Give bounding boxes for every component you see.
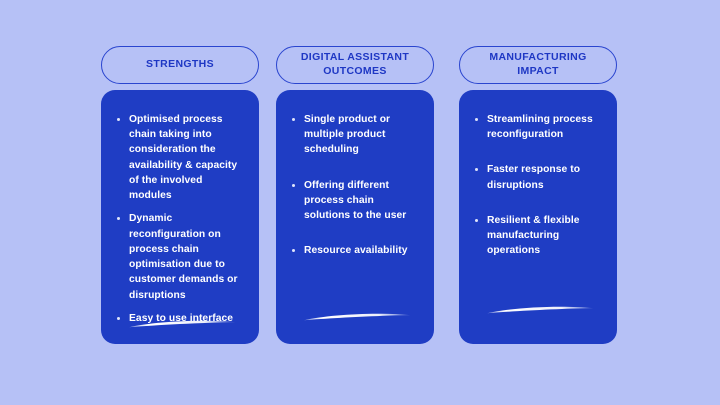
swoosh-decoration-icon [486, 304, 594, 318]
column-header-label: DIGITAL ASSISTANT OUTCOMES [300, 51, 410, 77]
column-digital-assistant-outcomes: DIGITAL ASSISTANT OUTCOMES Single produc… [276, 0, 434, 405]
bullet-list: Single product or multiple product sched… [276, 90, 434, 259]
column-card-strengths: Optimised process chain taking into cons… [101, 90, 259, 344]
bullet-list: Optimised process chain taking into cons… [101, 90, 259, 326]
bullet-list: Streamlining process reconfiguration Fas… [459, 90, 617, 259]
list-item: Dynamic reconfiguration on process chain… [115, 211, 245, 302]
column-header-pill-digital-assistant-outcomes[interactable]: DIGITAL ASSISTANT OUTCOMES [276, 46, 434, 84]
column-strengths: STRENGTHS Optimised process chain taking… [101, 0, 259, 405]
column-header-label: STRENGTHS [146, 58, 214, 71]
column-card-manufacturing-impact: Streamlining process reconfiguration Fas… [459, 90, 617, 344]
column-header-label: MANUFACTURING IMPACT [489, 51, 587, 77]
column-header-pill-manufacturing-impact[interactable]: MANUFACTURING IMPACT [459, 46, 617, 84]
list-item: Single product or multiple product sched… [290, 112, 420, 158]
list-item: Resilient & flexible manufacturing opera… [473, 213, 603, 259]
column-card-digital-assistant-outcomes: Single product or multiple product sched… [276, 90, 434, 344]
column-manufacturing-impact: MANUFACTURING IMPACT Streamlining proces… [459, 0, 617, 405]
list-item: Easy to use interface [115, 311, 245, 326]
swoosh-decoration-icon [303, 311, 411, 325]
list-item: Resource availability [290, 243, 420, 258]
list-item: Streamlining process reconfiguration [473, 112, 603, 142]
list-item: Faster response to disruptions [473, 162, 603, 192]
list-item: Optimised process chain taking into cons… [115, 112, 245, 203]
list-item: Offering different process chain solutio… [290, 178, 420, 224]
column-header-pill-strengths[interactable]: STRENGTHS [101, 46, 259, 84]
